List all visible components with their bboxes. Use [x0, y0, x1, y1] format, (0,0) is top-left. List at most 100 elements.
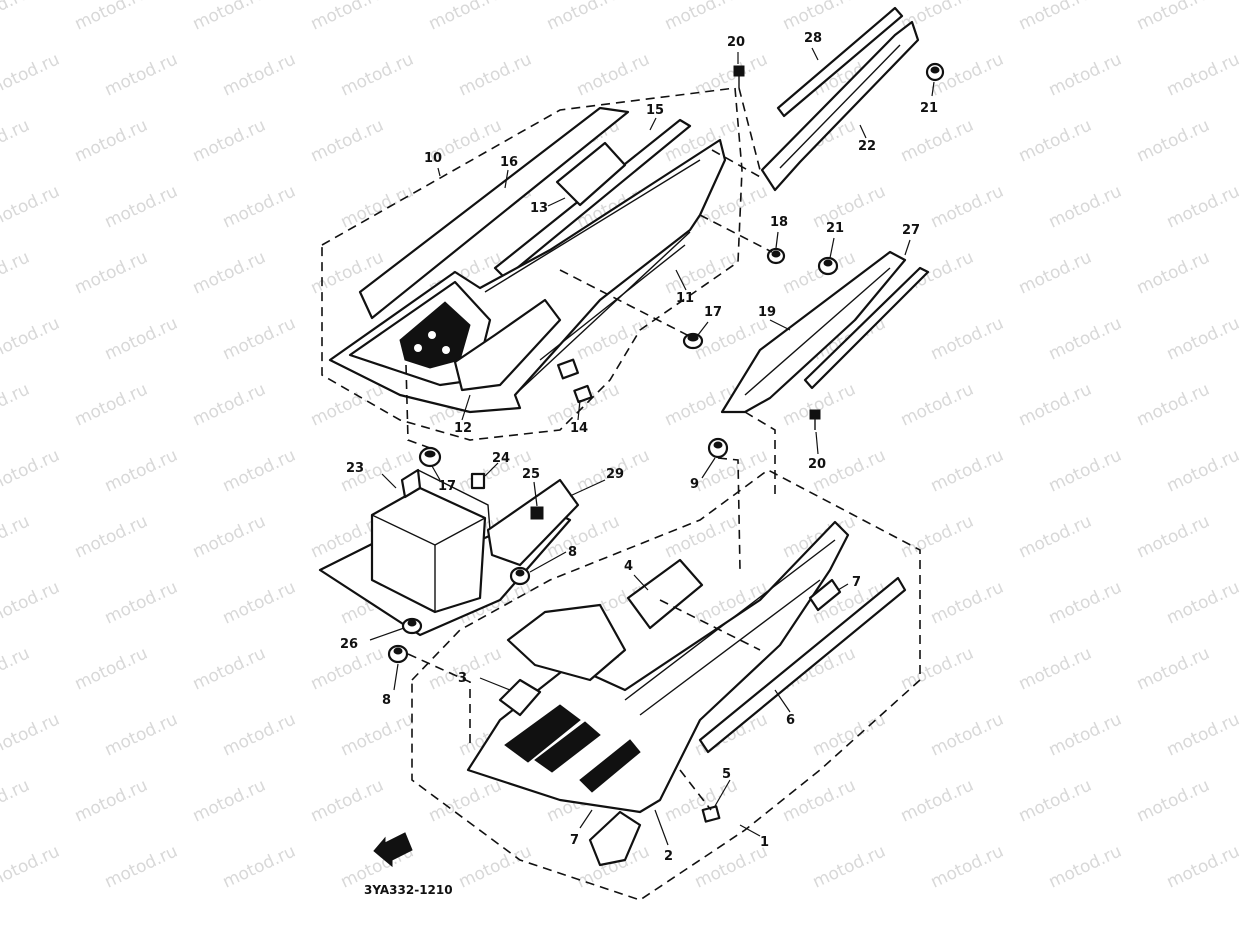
watermark-text: motod.ru [0, 775, 33, 826]
watermark-text: motod.ru [928, 577, 1007, 628]
watermark-text: motod.ru [1164, 181, 1243, 232]
part-11-rail-2 [539, 244, 686, 361]
callout-8-mid: 8 [568, 545, 577, 560]
watermark-text: motod.ru [898, 775, 977, 826]
part-12-tab [453, 298, 562, 392]
callout-2: 2 [664, 849, 673, 864]
watermark-text: motod.ru [1046, 577, 1125, 628]
callout-15: 15 [646, 103, 664, 118]
callout-22: 22 [858, 139, 876, 154]
watermark-text: motod.ru [190, 115, 269, 166]
part-11-inner-line [484, 159, 701, 293]
watermark-text: motod.ru [1134, 247, 1213, 298]
callout-26: 26 [340, 637, 358, 652]
callout-17-upper: 17 [704, 305, 722, 320]
watermark-text: motod.ru [780, 379, 859, 430]
watermark-text: motod.ru [0, 577, 63, 628]
watermark-text: motod.ru [220, 181, 299, 232]
callout-16: 16 [500, 155, 518, 170]
watermark-text: motod.ru [190, 511, 269, 562]
group-1-boundary [411, 469, 921, 901]
watermark-text: motod.ru [928, 841, 1007, 892]
watermark-text: motod.ru [1164, 49, 1243, 100]
callout-10: 10 [424, 151, 442, 166]
part-25-bolt [530, 506, 544, 520]
watermark-text: motod.ru [220, 577, 299, 628]
part-2-rail [624, 539, 836, 701]
watermark-text: motod.ru [1016, 247, 1095, 298]
watermark-text: motod.ru [692, 49, 771, 100]
part-7-piece-2 [588, 810, 642, 867]
part-18-grommet [766, 247, 786, 265]
connector-line [744, 411, 776, 500]
part-code: 3YA332-1210 [364, 883, 453, 897]
watermark-text: motod.ru [898, 643, 977, 694]
part-6-strip [698, 576, 907, 754]
watermark-text: motod.ru [1046, 181, 1125, 232]
watermark-text: motod.ru [190, 643, 269, 694]
part-22-inner [779, 44, 901, 169]
callout-20-lower: 20 [808, 457, 826, 472]
watermark-text: motod.ru [102, 313, 181, 364]
watermark-text: motod.ru [1046, 49, 1125, 100]
callout-14: 14 [570, 421, 588, 436]
part-16-trim-strip [358, 106, 630, 320]
part-27-strip [803, 266, 930, 390]
watermark-text: motod.ru [1016, 511, 1095, 562]
part-3-bracket [506, 603, 627, 682]
watermark-text: motod.ru [0, 115, 33, 166]
watermark-text: motod.ru [338, 709, 417, 760]
part-8-grommet-2 [387, 644, 409, 664]
part-21-nut [925, 62, 945, 82]
watermark-text: motod.ru [190, 247, 269, 298]
watermark-text: motod.ru [574, 49, 653, 100]
watermark-text: motod.ru [220, 709, 299, 760]
part-12-hole [428, 331, 436, 339]
callout-19: 19 [758, 305, 776, 320]
watermark-text: motod.ru [338, 49, 417, 100]
callout-8-low: 8 [382, 693, 391, 708]
part-23-battery-box [370, 468, 491, 614]
watermark-text: motod.ru [0, 0, 33, 35]
watermark-text: motod.ru [1016, 0, 1095, 35]
connector-line [699, 214, 773, 253]
part-20-bolt-2 [809, 409, 821, 430]
watermark-text: motod.ru [1046, 313, 1125, 364]
watermark-text: motod.ru [1164, 445, 1243, 496]
callout-27: 27 [902, 223, 920, 238]
watermark-text: motod.ru [662, 0, 741, 35]
watermark-text: motod.ru [72, 379, 151, 430]
watermark-text: motod.ru [662, 775, 741, 826]
watermark-text: motod.ru [308, 115, 387, 166]
part-17-grommet [682, 332, 704, 350]
watermark-text: motod.ru [780, 775, 859, 826]
part-29-bracket [486, 478, 580, 567]
callout-1: 1 [760, 835, 769, 850]
part-2-logo [579, 739, 641, 793]
watermark-text: motod.ru [72, 775, 151, 826]
callout-13: 13 [530, 201, 548, 216]
callout-11: 11 [676, 291, 694, 306]
watermark-text: motod.ru [456, 841, 535, 892]
watermark-text: motod.ru [810, 181, 889, 232]
watermark-text: motod.ru [220, 841, 299, 892]
fwd-arrow-icon [373, 832, 413, 868]
watermark-text: motod.ru [898, 379, 977, 430]
callout-3: 3 [458, 671, 467, 686]
connector-line [405, 364, 431, 449]
callout-29: 29 [606, 467, 624, 482]
watermark-text: motod.ru [102, 445, 181, 496]
watermark-text: motod.ru [1046, 841, 1125, 892]
watermark-text: motod.ru [0, 841, 63, 892]
watermark-text: motod.ru [0, 247, 33, 298]
watermark-text: motod.ru [1016, 775, 1095, 826]
watermark-text: motod.ru [898, 511, 977, 562]
watermark-text: motod.ru [1164, 841, 1243, 892]
watermark-text: motod.ru [72, 643, 151, 694]
part-17-grommet-2 [418, 446, 442, 468]
watermark-text: motod.ru [1134, 511, 1213, 562]
watermark-text: motod.ru [1134, 643, 1213, 694]
watermark-text: motod.ru [1134, 775, 1213, 826]
part-13-label [555, 141, 627, 207]
part-5-clip [701, 805, 721, 823]
